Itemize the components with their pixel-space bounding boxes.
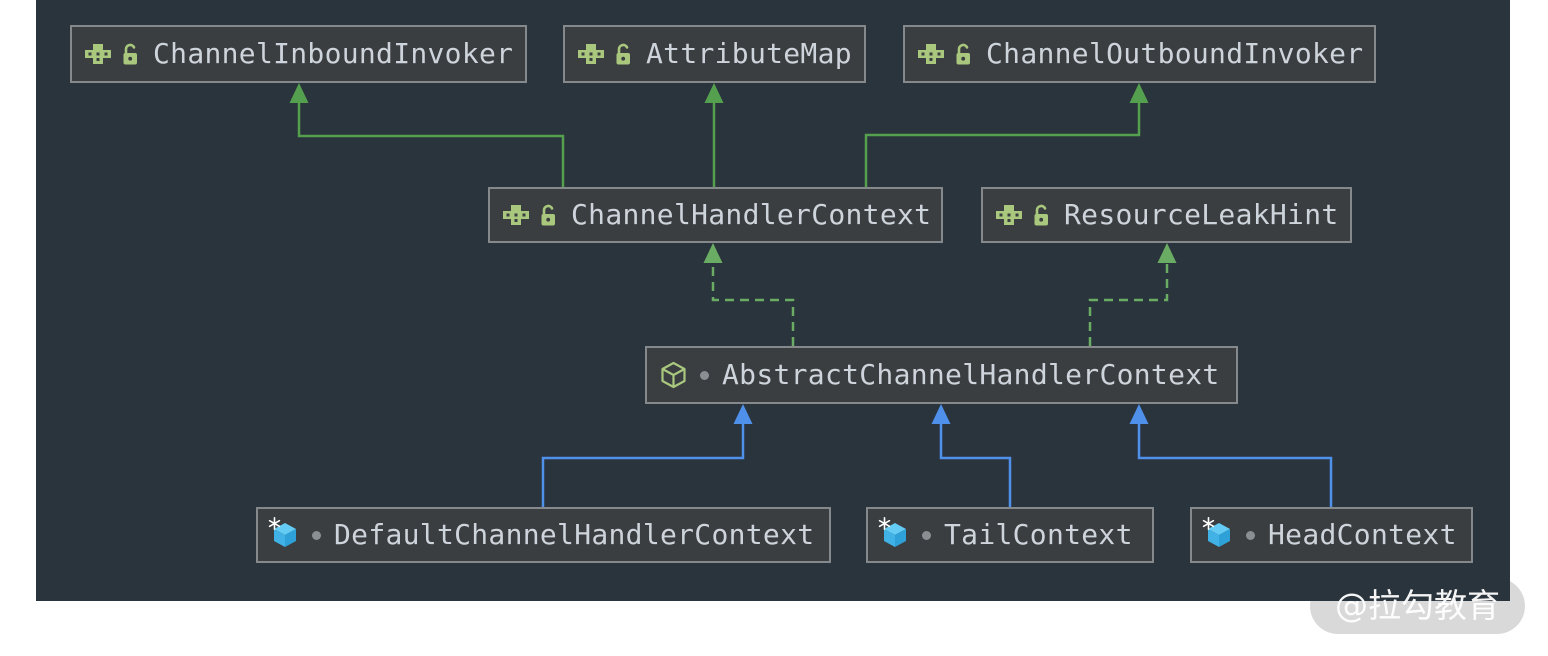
class-node-label: ResourceLeakHint	[1064, 197, 1339, 231]
edge-default-channel-handler-context-to-abstract-channel-handler-context[interactable]	[541, 404, 753, 507]
final-snowflake-icon	[1202, 517, 1215, 530]
class-node-label: AbstractChannelHandlerContext	[722, 357, 1220, 391]
class-node-abstract-channel-handler-context[interactable]: AbstractChannelHandlerContext	[645, 346, 1238, 404]
final-snowflake-icon	[878, 517, 891, 530]
edge-channel-handler-context-to-attribute-map[interactable]	[704, 83, 724, 187]
class-node-channel-handler-context[interactable]: ChannelHandlerContext	[488, 187, 943, 243]
lock-icon	[1034, 204, 1048, 225]
class-node-label: ChannelOutboundInvoker	[986, 36, 1364, 70]
node-icon-group	[996, 203, 1051, 228]
class-node-label: DefaultChannelHandlerContext	[334, 517, 815, 551]
node-icon-group	[1202, 517, 1233, 549]
class-node-label: HeadContext	[1268, 517, 1457, 551]
class-node-label: ChannelHandlerContext	[571, 197, 932, 231]
lock-icon	[541, 204, 555, 225]
edge-channel-handler-context-to-channel-outbound-invoker[interactable]	[864, 83, 1149, 187]
abstract-class-icon	[661, 361, 686, 389]
class-node-label: TailContext	[944, 517, 1133, 551]
node-icon-group	[918, 42, 973, 67]
edge-abstract-channel-handler-context-to-resource-leak-hint[interactable]	[1088, 243, 1177, 346]
lock-icon	[123, 43, 137, 64]
node-icon-group	[578, 42, 633, 67]
node-icon-group	[268, 517, 299, 549]
edge-head-context-to-abstract-channel-handler-context[interactable]	[1129, 404, 1333, 507]
class-node-channel-inbound-invoker[interactable]: ChannelInboundInvoker	[70, 25, 527, 83]
edge-tail-context-to-abstract-channel-handler-context[interactable]	[931, 404, 1012, 507]
class-node-tail-context[interactable]: TailContext	[866, 507, 1154, 563]
package-private-dot	[700, 370, 709, 380]
class-node-label: AttributeMap	[646, 36, 852, 70]
interface-icon	[85, 44, 111, 64]
edge-abstract-channel-handler-context-to-channel-handler-context[interactable]	[703, 243, 795, 346]
node-icon-group	[503, 203, 558, 228]
interface-icon	[503, 205, 529, 225]
class-node-resource-leak-hint[interactable]: ResourceLeakHint	[981, 187, 1352, 243]
interface-icon	[918, 44, 944, 64]
package-private-dot	[922, 530, 931, 540]
class-node-attribute-map[interactable]: AttributeMap	[563, 25, 866, 83]
lock-icon	[616, 43, 630, 64]
class-node-head-context[interactable]: HeadContext	[1190, 507, 1473, 563]
node-icon-group	[878, 517, 909, 549]
final-snowflake-icon	[268, 517, 281, 530]
interface-icon	[578, 44, 604, 64]
lock-icon	[956, 43, 970, 64]
edge-channel-handler-context-to-channel-inbound-invoker[interactable]	[289, 83, 565, 187]
interface-icon	[996, 205, 1022, 225]
class-node-default-channel-handler-context[interactable]: DefaultChannelHandlerContext	[256, 507, 831, 563]
class-node-channel-outbound-invoker[interactable]: ChannelOutboundInvoker	[903, 25, 1376, 83]
final-class-icon	[274, 523, 296, 547]
package-private-dot	[1246, 530, 1255, 540]
node-icon-group	[85, 42, 140, 67]
watermark-label: @拉勾教育	[1335, 586, 1500, 625]
class-node-label: ChannelInboundInvoker	[153, 36, 514, 70]
package-private-dot	[312, 530, 321, 540]
